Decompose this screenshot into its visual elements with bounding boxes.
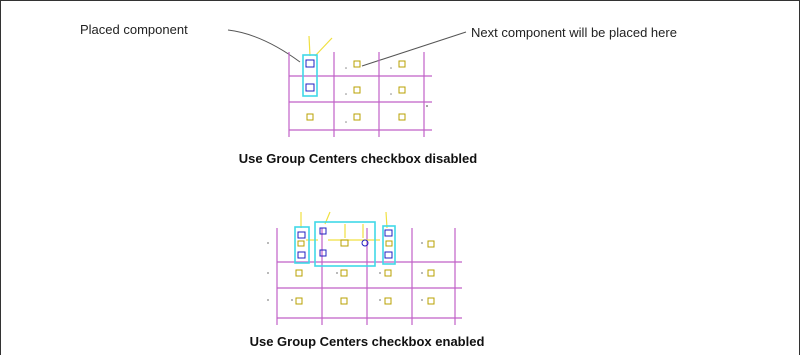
placed-component-label: Placed component xyxy=(80,22,188,37)
caption-enabled: Use Group Centers checkbox enabled xyxy=(249,334,485,349)
grid-enabled xyxy=(276,228,462,325)
placed-component-highlight xyxy=(302,54,318,97)
group-highlight-right xyxy=(382,225,396,265)
group-highlight-center xyxy=(314,221,376,267)
wires-enabled xyxy=(300,211,388,241)
grid-dots-disabled xyxy=(345,67,428,123)
grid-disabled xyxy=(288,52,432,137)
placed-component-pin xyxy=(305,59,315,68)
next-component-leader xyxy=(361,31,467,67)
caption-disabled: Use Group Centers checkbox disabled xyxy=(238,151,478,166)
wires-disabled xyxy=(308,35,333,57)
group-highlight-left xyxy=(294,226,310,264)
component-footprints-enabled xyxy=(295,239,435,305)
next-component-label: Next component will be placed here xyxy=(471,25,677,40)
component-footprints-disabled xyxy=(306,60,406,121)
placed-component-pin xyxy=(305,83,315,92)
group-pins xyxy=(297,227,393,259)
placed-component-leader xyxy=(227,29,301,63)
grid-dots-enabled xyxy=(267,242,423,301)
